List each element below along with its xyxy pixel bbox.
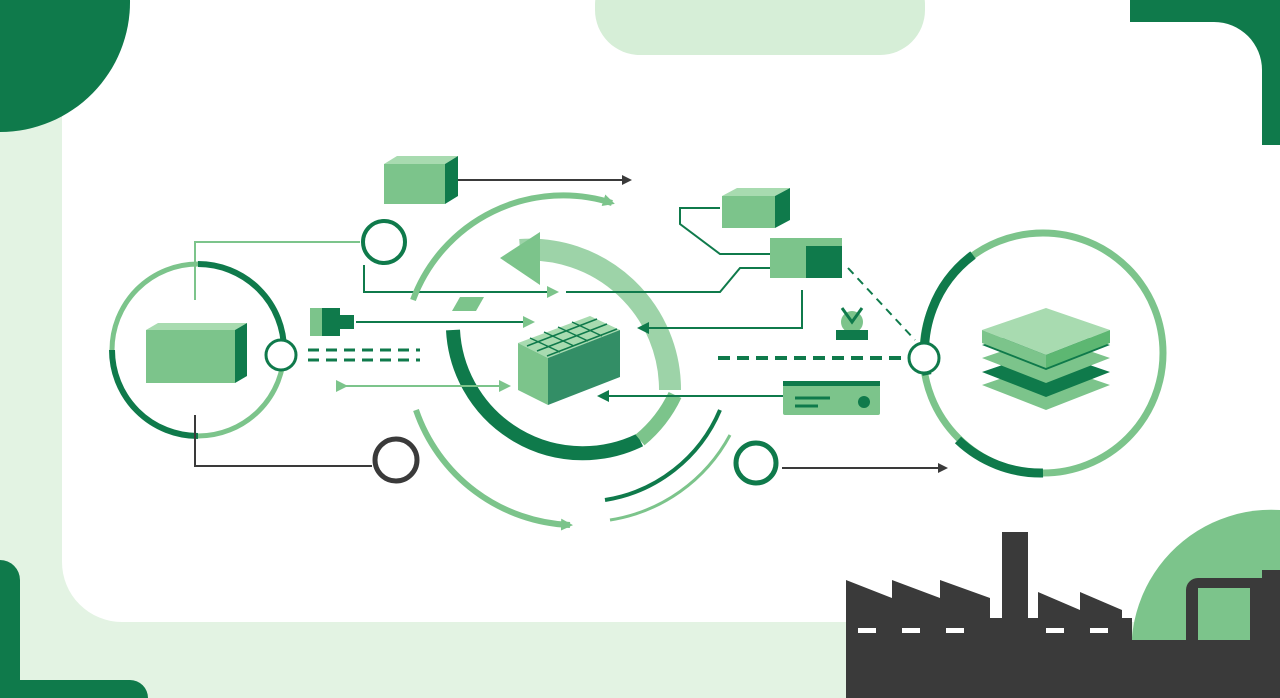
layered-stack-icon <box>982 308 1110 410</box>
node-circle-icon <box>361 219 407 265</box>
node-circle-icon <box>907 341 941 375</box>
module-box-icon <box>770 238 842 278</box>
top-box-icon <box>384 156 632 204</box>
control-panel-icon <box>597 381 880 415</box>
brick-block-icon <box>518 316 620 405</box>
left-source-ring <box>109 261 298 439</box>
cycle-arrows-icon <box>410 192 732 531</box>
sensor-icon <box>836 307 868 340</box>
output-connector <box>733 440 948 486</box>
left-connectors <box>194 219 559 484</box>
box-icon <box>146 323 247 383</box>
connector-icon <box>310 308 535 336</box>
small-box-icon <box>722 188 790 228</box>
node-circle-icon <box>372 436 420 484</box>
node-circle-icon <box>264 338 298 372</box>
factory-icon <box>846 532 1280 698</box>
right-destination-ring <box>907 229 1167 478</box>
top-right-modules <box>566 188 916 341</box>
